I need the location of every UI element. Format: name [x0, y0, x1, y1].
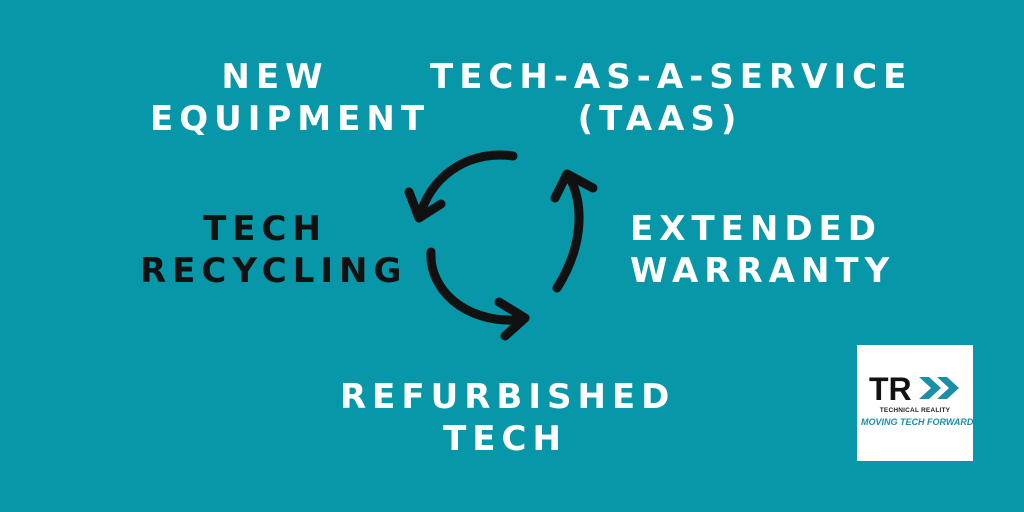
logo-tagline: MOVING TECH FORWARD	[861, 417, 974, 427]
label-new-equipment: NEW EQUIPMENT	[150, 56, 431, 140]
arrowhead-right	[550, 169, 598, 203]
technical-reality-logo: TR TECHNICAL REALITY MOVING TECH FORWARD	[857, 345, 973, 461]
label-line: TECH	[443, 419, 567, 459]
chevrons-icon	[919, 377, 959, 399]
label-tech-recycling: TECH RECYCLING	[140, 208, 408, 292]
label-line: (TAAS)	[577, 99, 743, 139]
label-line: NEW	[221, 57, 329, 97]
label-line: TECH-AS-A-SERVICE	[430, 57, 913, 97]
label-refurbished-tech: REFURBISHED TECH	[340, 376, 670, 460]
label-line: REFURBISHED	[340, 377, 676, 417]
logo-letters: TR	[869, 373, 912, 403]
logo-mark: TR	[869, 373, 959, 403]
label-line: EQUIPMENT	[150, 99, 431, 139]
label-extended-warranty: EXTENDED WARRANTY	[630, 208, 896, 292]
arrowhead-bottom	[494, 297, 530, 341]
logo-company-name: TECHNICAL REALITY	[879, 407, 951, 414]
arrow-top-left	[416, 150, 518, 217]
arrowhead-top-left	[404, 187, 446, 223]
label-line: RECYCLING	[140, 251, 408, 291]
label-tech-as-a-service: TECH-AS-A-SERVICE (TAAS)	[430, 56, 913, 140]
label-line: EXTENDED	[630, 209, 882, 249]
arrow-bottom	[426, 247, 520, 325]
label-line: TECH	[203, 209, 327, 249]
cycle-arrows-icon	[404, 150, 598, 341]
label-line: WARRANTY	[630, 251, 896, 291]
arrow-right	[552, 175, 584, 293]
